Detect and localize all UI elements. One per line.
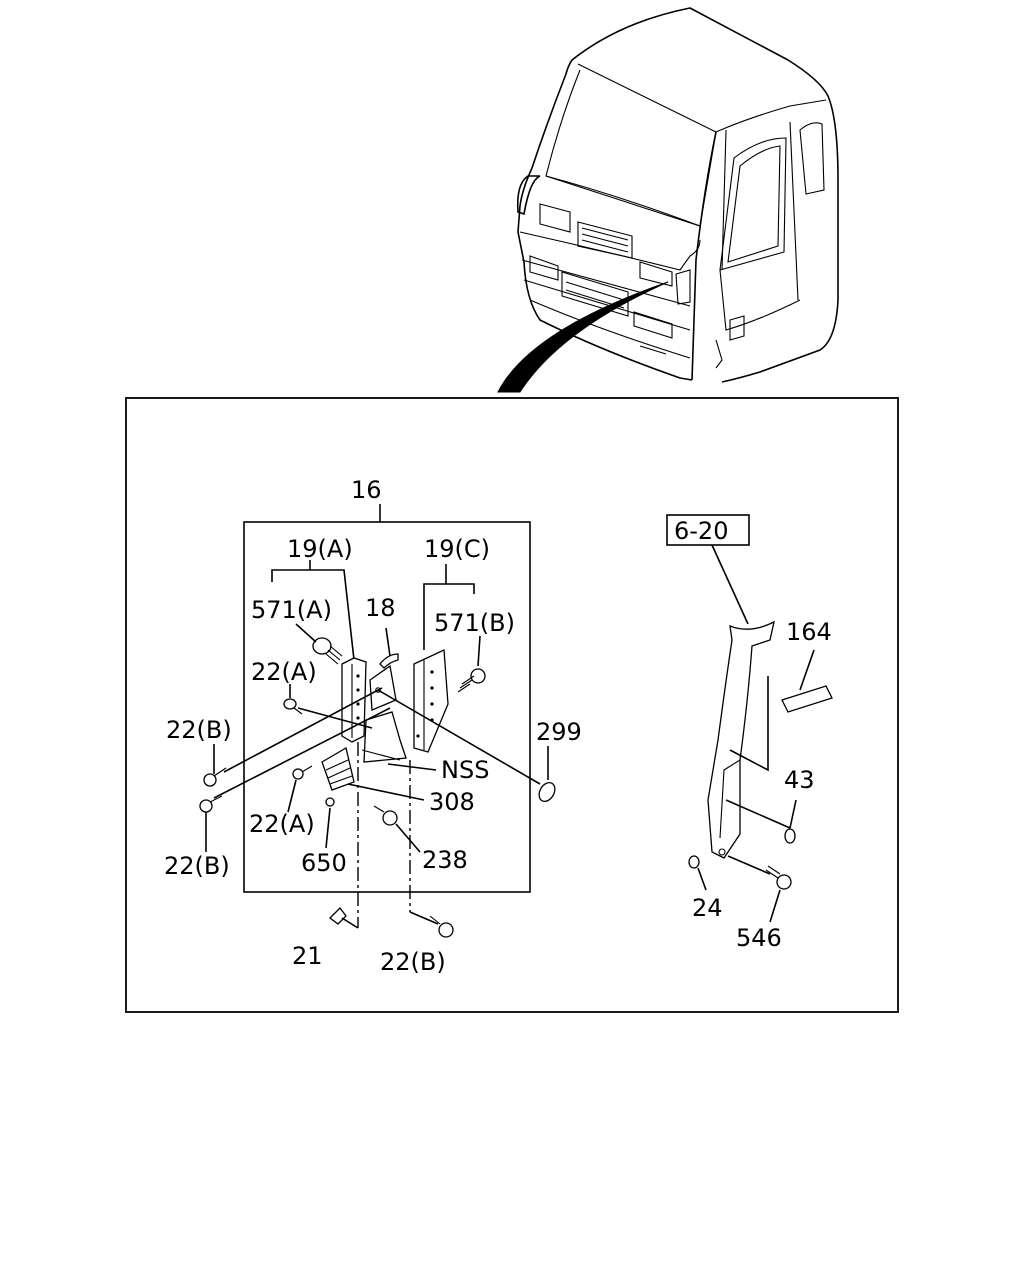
label-43: 43 <box>784 766 815 794</box>
label-546: 546 <box>736 924 782 952</box>
screw-22b-mid <box>199 795 223 813</box>
reference-box <box>666 514 750 546</box>
label-650: 650 <box>301 849 347 877</box>
pillar-trim <box>707 620 775 859</box>
screw-650 <box>325 797 335 807</box>
clip-18 <box>379 653 399 669</box>
bolt-571a <box>312 637 343 665</box>
label-16: 16 <box>351 476 382 504</box>
bracket-19c <box>413 649 449 753</box>
screw-22a-mid <box>292 765 313 780</box>
label-22b-mid: 22(B) <box>164 852 230 880</box>
plug-43 <box>784 828 796 844</box>
label-238: 238 <box>422 846 468 874</box>
label-nss: NSS <box>441 756 489 784</box>
detail-frame <box>125 397 899 1013</box>
cap-299 <box>538 782 556 802</box>
reference-label: 6-20 <box>674 517 728 545</box>
label-308: 308 <box>429 788 475 816</box>
strip-164 <box>781 685 833 713</box>
label-571a: 571(A) <box>251 596 332 624</box>
screw-546 <box>765 865 792 890</box>
label-22a-mid: 22(A) <box>249 810 315 838</box>
label-299: 299 <box>536 718 582 746</box>
center-trim-panel <box>361 664 407 763</box>
label-22b-top: 22(B) <box>166 716 232 744</box>
screw-22b-top <box>203 767 227 787</box>
screw-22a-top <box>283 698 303 715</box>
label-164: 164 <box>786 618 832 646</box>
plug-24 <box>688 855 700 869</box>
label-19a: 19(A) <box>287 535 353 563</box>
label-22a-top: 22(A) <box>251 658 317 686</box>
truck-cab-illustration <box>497 7 839 393</box>
label-19c: 19(C) <box>424 535 490 563</box>
label-18: 18 <box>365 594 396 622</box>
clip-21 <box>329 907 347 925</box>
label-24: 24 <box>692 894 723 922</box>
label-22b-bot: 22(B) <box>380 948 446 976</box>
part-308 <box>321 746 355 791</box>
assembly-16-box <box>243 521 531 893</box>
screw-22b-bot <box>429 915 454 938</box>
bracket-19a <box>341 657 367 743</box>
label-21: 21 <box>292 942 323 970</box>
screw-238 <box>373 805 398 826</box>
label-571b: 571(B) <box>434 609 515 637</box>
bolt-571b <box>457 668 486 693</box>
